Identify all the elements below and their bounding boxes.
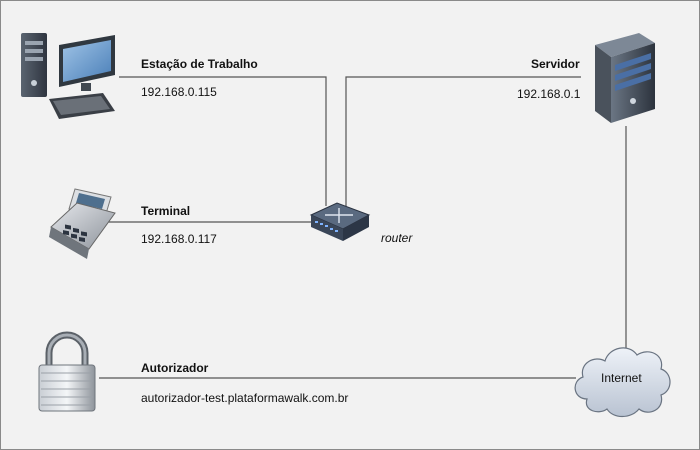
payment-terminal-icon (49, 188, 116, 259)
padlock-icon (38, 331, 96, 412)
workstation-label: Estação de Trabalho (141, 57, 258, 71)
workstation-ip: 192.168.0.115 (141, 85, 217, 99)
network-switch-icon (309, 202, 371, 241)
wire-server-router (345, 76, 581, 206)
authorizer-label: Autorizador (141, 361, 209, 375)
authorizer-host: autorizador-test.plataformawalk.com.br (141, 391, 349, 405)
internet-label: Internet (601, 371, 642, 385)
cloud-icon (574, 347, 671, 418)
terminal-ip: 192.168.0.117 (141, 232, 217, 246)
desktop-computer-icon (21, 33, 115, 119)
server-label: Servidor (531, 57, 580, 71)
router-label: router (381, 231, 413, 245)
server-tower-icon (595, 33, 655, 123)
server-ip: 192.168.0.1 (517, 87, 581, 101)
terminal-label: Terminal (141, 204, 191, 218)
wire-workstation-router (119, 76, 327, 206)
